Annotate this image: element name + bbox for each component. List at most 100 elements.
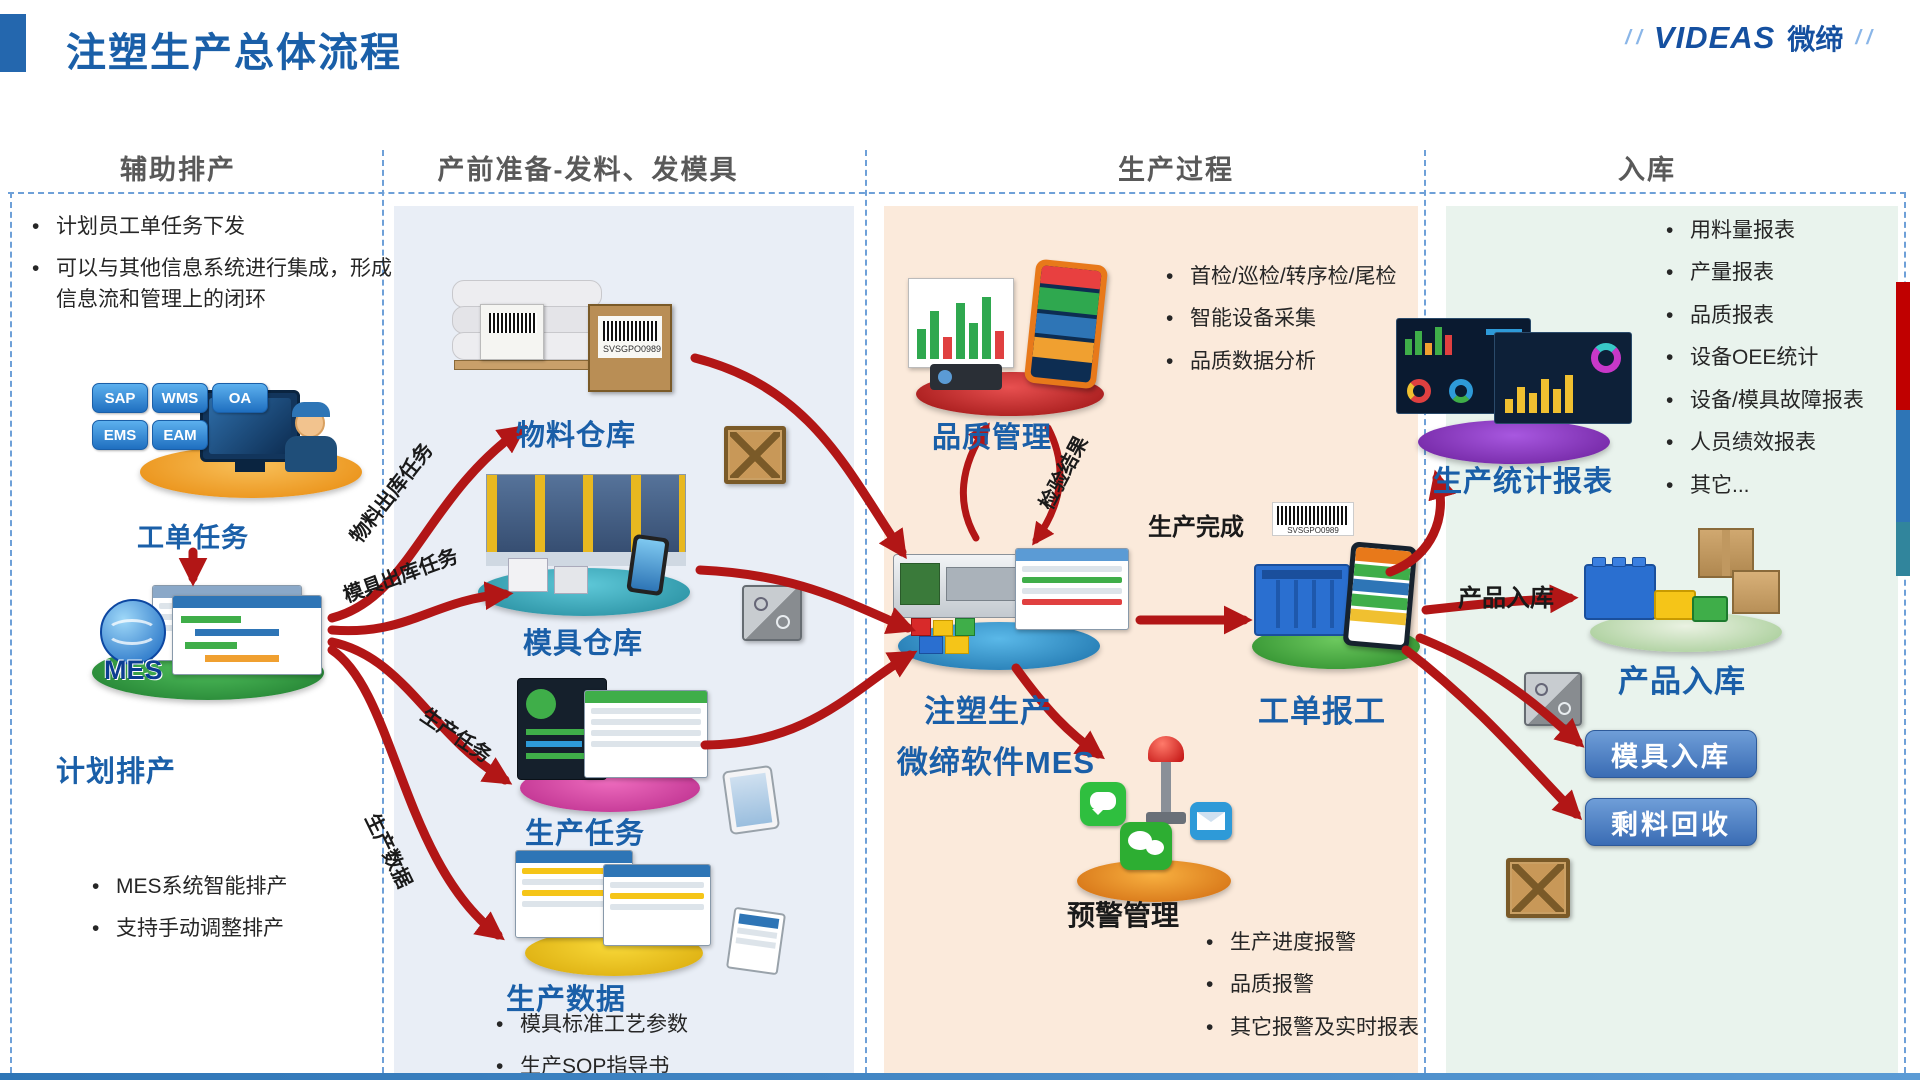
task-table-window: [584, 690, 708, 778]
mail-icon: [1190, 802, 1232, 840]
bullet: 品质报警: [1202, 970, 1440, 1001]
header-aux-scheduling: 辅助排产: [120, 155, 236, 185]
bullet: 用料量报表: [1662, 216, 1912, 247]
material-warehouse-label: 物料仓库: [515, 420, 637, 452]
bullet: 其它...: [1662, 471, 1912, 502]
mold-in-button[interactable]: 模具入库: [1585, 730, 1757, 778]
chip-eam: EAM: [152, 420, 208, 450]
injection-mes-label-1: 注塑生产: [924, 694, 1052, 729]
bullet: 计划员工单任务下发: [28, 212, 396, 243]
quality-label: 品质管理: [931, 422, 1053, 454]
page-title: 注塑生产总体流程: [66, 31, 402, 75]
bullet: 设备/模具故障报表: [1662, 386, 1912, 417]
bullet: 首检/巡检/转序检/尾检: [1162, 262, 1422, 293]
quality-phone-icon: [1023, 258, 1109, 390]
dashed-sep-2: [865, 150, 867, 1073]
bullet: 智能设备采集: [1162, 304, 1422, 335]
col1-top-bullets: 计划员工单任务下发 可以与其他信息系统进行集成，形成信息流和管理上的闭环: [28, 212, 396, 327]
blue-crate-icon: [1254, 564, 1350, 636]
production-task-label: 生产任务: [524, 818, 646, 850]
barcode-graphic: SVSGPO0989: [1272, 502, 1354, 536]
bottom-bar: [0, 1073, 1920, 1080]
report-tablet-icon: [1342, 541, 1418, 651]
bullet: 模具标准工艺参数: [492, 1010, 772, 1041]
edge-tab-teal: [1896, 522, 1910, 576]
product-in-arrow-label: 产品入库: [1458, 585, 1554, 612]
mold-box-icon: [742, 585, 802, 641]
bullet: 生产SOP指导书: [492, 1052, 772, 1080]
barcode-text: SVSGPO0989: [603, 344, 662, 354]
gantt-window: [172, 595, 322, 675]
data-window-2: [603, 864, 711, 946]
vision-device-icon: [930, 364, 1002, 390]
bullet: 品质报表: [1662, 301, 1912, 332]
col1-bottom-bullets: MES系统智能排产 支持手动调整排产: [88, 872, 388, 957]
stats-report-graphic: [1396, 318, 1632, 466]
bullet: 支持手动调整排产: [88, 914, 388, 945]
message-icon: [1080, 782, 1126, 826]
alarm-light-icon: [1144, 736, 1188, 836]
bullet: 设备OEE统计: [1662, 343, 1912, 374]
wooden-crate-icon-2: [1506, 858, 1570, 918]
mes-globe-icon: [100, 599, 166, 665]
bullet: 品质数据分析: [1162, 347, 1422, 378]
mold-warehouse-graphic: [478, 474, 708, 624]
logo-videas: VIDEAS: [1653, 20, 1776, 55]
cardboard-box-1: [1698, 528, 1754, 578]
production-done-label: 生产完成: [1148, 514, 1244, 541]
lego-green: [1692, 596, 1728, 622]
stats-report-label: 生产统计报表: [1432, 466, 1614, 498]
logo-suffix: 微缔: [1787, 24, 1844, 55]
work-report-graphic: [1252, 536, 1427, 671]
edge-tab-red: [1896, 282, 1910, 410]
edge-tab-blue: [1896, 410, 1910, 522]
header-storage: 入库: [1618, 155, 1676, 185]
work-report-label: 工单报工: [1258, 694, 1386, 729]
chip-oa: OA: [212, 383, 268, 413]
operator-cap: [292, 402, 330, 417]
workorder-task-label: 工单任务: [137, 523, 249, 553]
logo-slashes-right: / /: [1855, 26, 1872, 49]
logo-slashes-left: / /: [1625, 26, 1642, 49]
material-barcode-card: SVSGPO0989: [588, 304, 672, 392]
quality-bullets: 首检/巡检/转序检/尾检 智能设备采集 品质数据分析: [1162, 262, 1422, 389]
alert-management-graphic: [1072, 736, 1240, 904]
quality-chart-card: [908, 278, 1014, 368]
chip-sap: SAP: [92, 383, 148, 413]
alert-bullets: 生产进度报警 品质报警 其它报警及实时报表: [1202, 928, 1440, 1055]
brand-logo: / / VIDEAS 微缔 / /: [1625, 18, 1872, 58]
wooden-crate-icon: [724, 426, 786, 484]
top-dashed-line: [8, 192, 1906, 194]
chip-ems: EMS: [92, 420, 148, 450]
tablet-icon: [725, 906, 787, 976]
col2-bullets: 模具标准工艺参数 生产SOP指导书: [492, 1010, 772, 1080]
wechat-icon: [1120, 822, 1172, 870]
product-storage-graphic: [1578, 528, 1796, 654]
material-warehouse-graphic: SVSGPO0989: [452, 278, 692, 406]
lego-bricks: [911, 618, 981, 658]
production-data-graphic: [515, 850, 715, 980]
header-preparation: 产前准备-发料、发模具: [437, 155, 739, 185]
production-task-graphic: [512, 678, 712, 816]
phone-icon: [721, 764, 781, 836]
bullet: 其它报警及实时报表: [1202, 1013, 1440, 1044]
bullet: 人员绩效报表: [1662, 428, 1912, 459]
bullet: MES系统智能排产: [88, 872, 388, 903]
dashed-right-edge: [1904, 192, 1906, 1073]
dashed-left-edge: [10, 192, 12, 1073]
quality-management-graphic: [908, 258, 1138, 420]
product-in-label: 产品入库: [1618, 664, 1746, 699]
lego-blue: [1584, 557, 1656, 620]
bullet: 生产进度报警: [1202, 928, 1440, 959]
injection-machine-graphic: [893, 540, 1135, 670]
machine-hmi-window: [1015, 548, 1129, 630]
mes-system-graphic: MES: [92, 585, 332, 703]
mold-box-icon-2: [1524, 672, 1582, 726]
dashboard-2: [1494, 332, 1632, 424]
header-production: 生产过程: [1118, 155, 1234, 185]
planning-label: 计划排产: [55, 756, 177, 788]
bullet: 可以与其他信息系统进行集成，形成信息流和管理上的闭环: [28, 254, 396, 315]
recycle-button[interactable]: 剩料回收: [1585, 798, 1757, 846]
chip-wms: WMS: [152, 383, 208, 413]
